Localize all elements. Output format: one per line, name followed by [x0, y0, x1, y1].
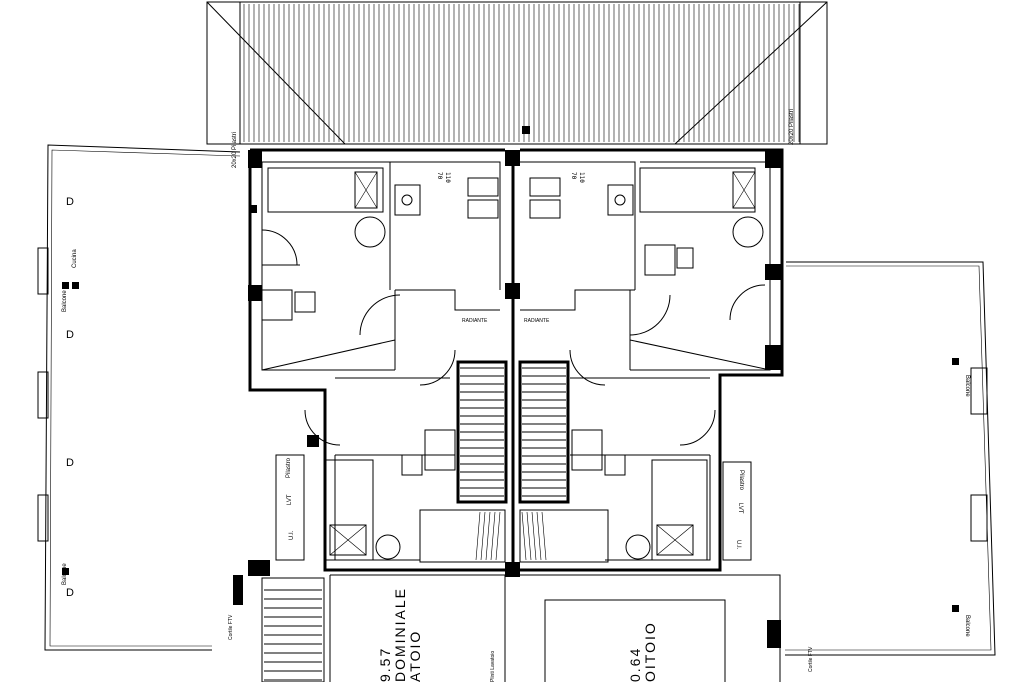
cortile-label-left: Cortile FTV [228, 614, 234, 640]
pilastro-label-left: Pilastro [286, 457, 292, 478]
pilastro-label-right: Pilastro [738, 470, 744, 491]
hatch-line [526, 511, 532, 561]
dim-label: 70 [436, 172, 443, 180]
hatch-line [490, 511, 496, 561]
balcone-label-4: Balcone [964, 615, 970, 637]
pillars [233, 150, 781, 648]
staircase-left [456, 360, 508, 504]
hatch-line [480, 511, 486, 561]
ui-label-left: U.I. [289, 530, 295, 540]
dim-label: 110 [444, 172, 451, 183]
right-area-sub: OITOIO [642, 621, 658, 682]
cortile-label-right: Cortile FTV [808, 646, 814, 672]
hatch-line [495, 511, 501, 561]
radiante-label-left: RADIANTE [462, 318, 488, 324]
plinti-label: Plinti Lavatoio [490, 651, 496, 682]
left-area-name: DOMINIALE [392, 587, 408, 682]
text-labels: 9.57 DOMINIALE ATOIO 0.64 OITOIO Balcone… [62, 109, 970, 682]
hatch-line [536, 511, 542, 561]
lvt-label-left: LVT [287, 494, 293, 505]
door-mark: D [66, 587, 74, 599]
symbols [62, 126, 959, 612]
left-balcony [37, 144, 241, 651]
balcone-label-1: Balcone [62, 290, 68, 312]
ui-label-right: U.I. [735, 540, 741, 550]
hatch-line [485, 511, 491, 561]
staircase-right [518, 360, 570, 504]
door-mark: D [66, 329, 74, 341]
furniture [261, 167, 764, 563]
building-walls [248, 148, 784, 572]
hatch-line [531, 511, 537, 561]
door-mark: D [66, 196, 74, 208]
hatch-line [521, 511, 527, 561]
pilastri-label-right: 20x20 Pilastri [789, 109, 795, 145]
lower-rooms [261, 574, 781, 682]
roof-hatched [206, 1, 828, 145]
lvt-label-right: LVT [737, 503, 743, 514]
doors [261, 229, 766, 446]
radiante-label-right: RADIANTE [524, 318, 550, 324]
left-area-sub: ATOIO [407, 630, 423, 682]
dim-label: 110 [578, 172, 585, 183]
hatch-line [475, 511, 481, 561]
cucina-label: Cucina [72, 249, 78, 268]
hatch-line [541, 511, 547, 561]
left-area-value: 9.57 [377, 647, 393, 682]
door-mark: D [66, 457, 74, 469]
right-balcony [785, 261, 996, 656]
pilastri-label-left: 20x20 Pilastri [232, 132, 238, 168]
dim-label: 70 [570, 172, 577, 180]
right-area-value: 0.64 [627, 647, 643, 682]
balcone-label-3: Balcone [964, 375, 970, 397]
